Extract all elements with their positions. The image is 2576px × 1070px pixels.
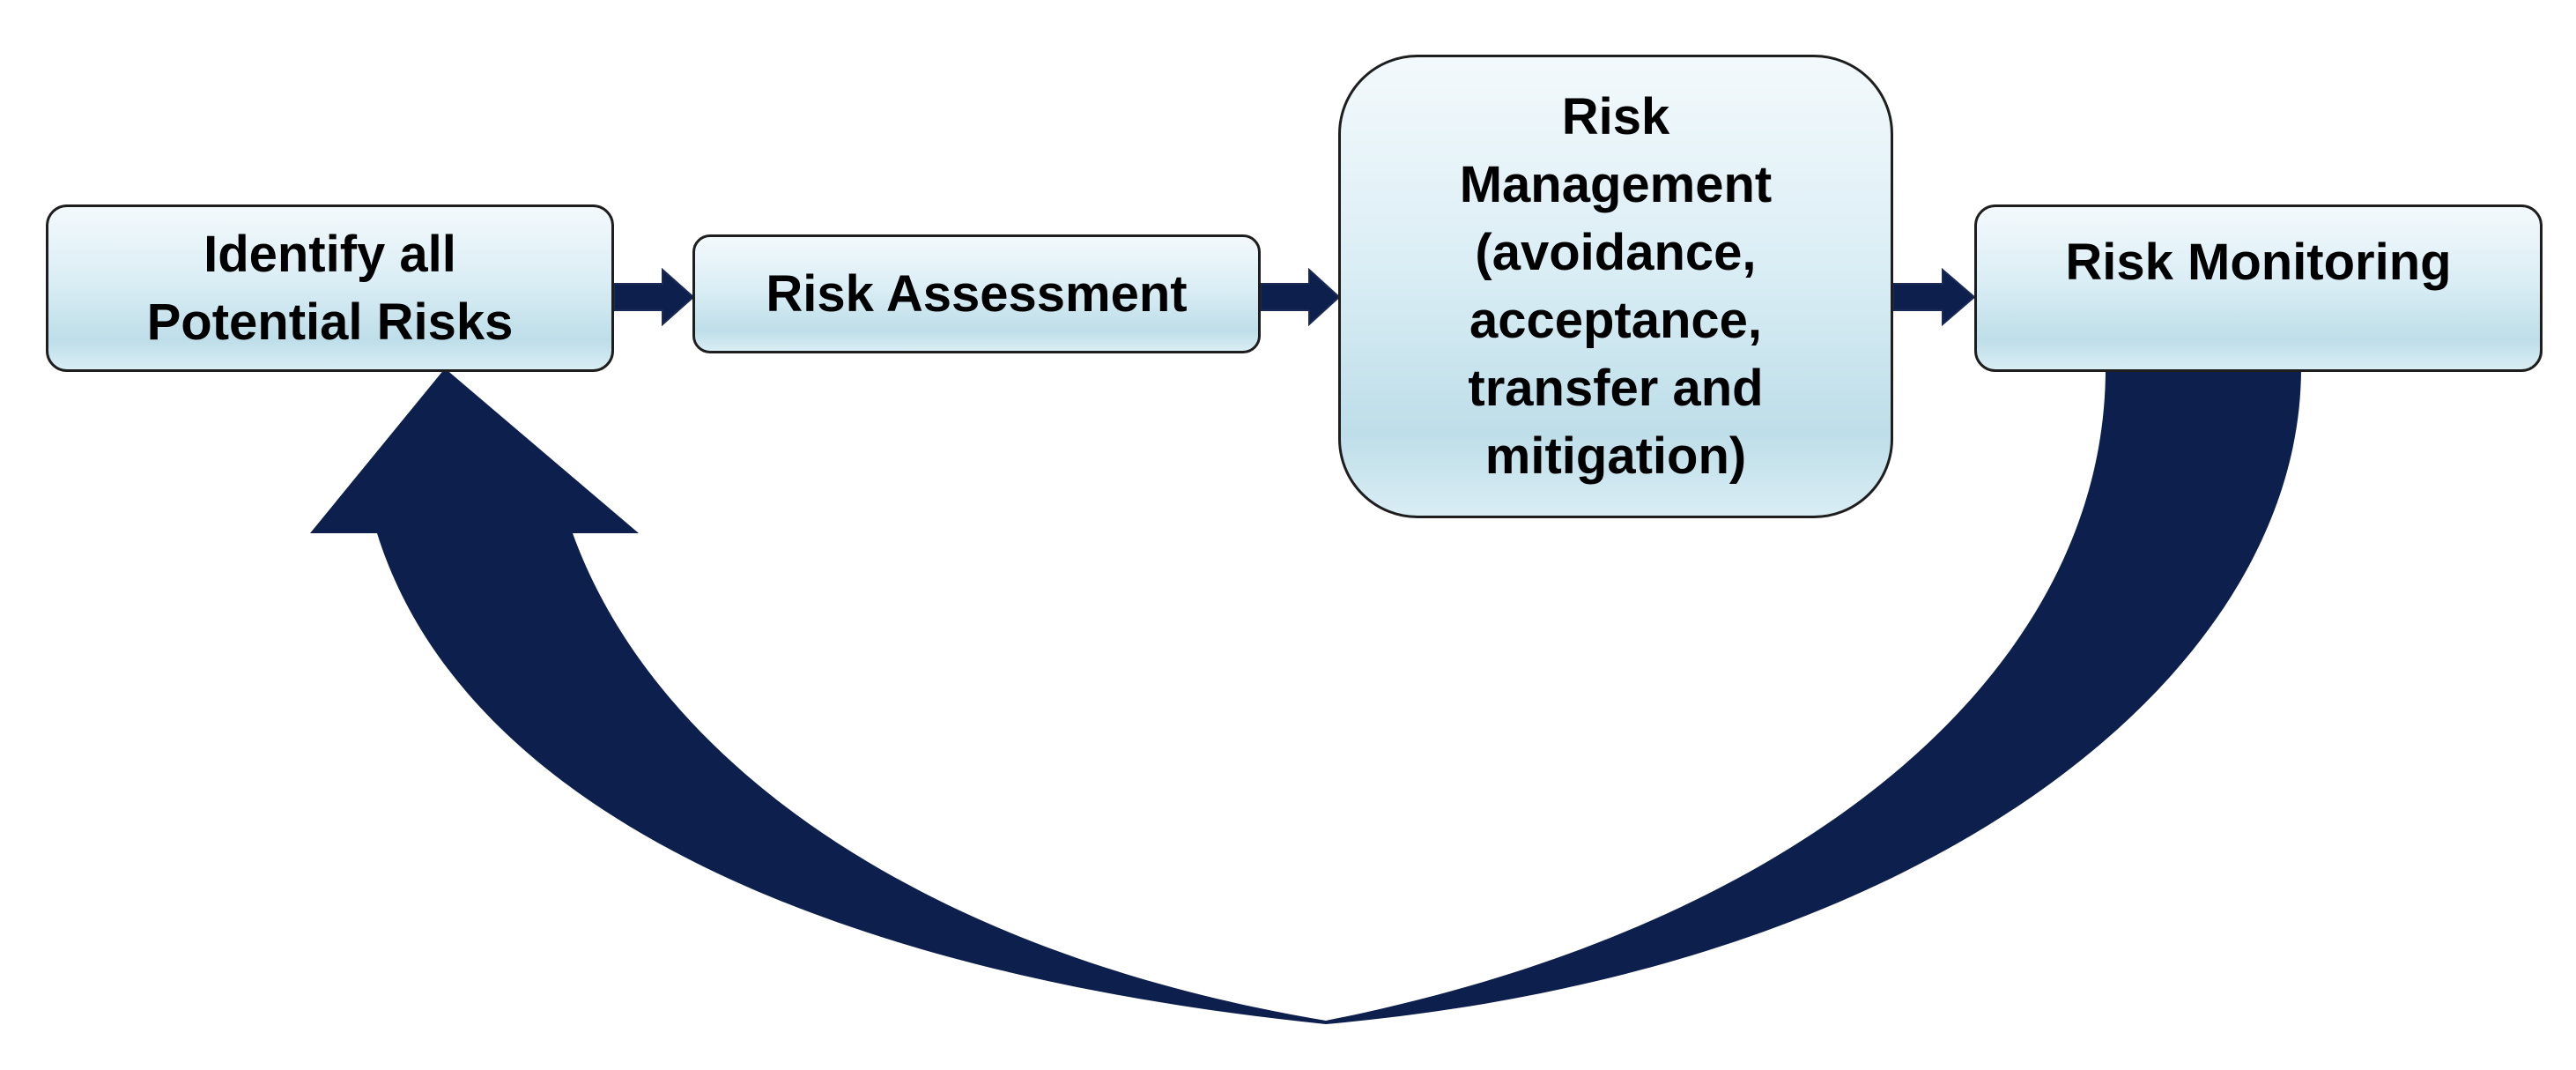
connector-arrow-2 <box>1260 267 1341 327</box>
label-line: (avoidance, <box>1475 224 1757 281</box>
connector-arrow-1 <box>613 267 695 327</box>
connector-arrow-3 <box>1892 267 1976 327</box>
step-identify-risks: Identify all Potential Risks <box>46 204 614 372</box>
step-risk-assessment: Risk Assessment <box>692 234 1261 353</box>
label-line: Risk Monitoring <box>2065 234 2452 291</box>
label-line: Management <box>1459 156 1773 213</box>
label-line: Risk <box>1561 88 1670 145</box>
feedback-arrow <box>310 368 2301 1024</box>
label-line: Identify all <box>204 226 456 283</box>
label-line: Risk Assessment <box>766 264 1188 323</box>
label-line: mitigation) <box>1484 427 1747 485</box>
step-risk-monitoring-label: Risk Monitoring <box>2065 228 2451 296</box>
label-line: Potential Risks <box>146 294 514 351</box>
label-line: acceptance, <box>1469 292 1763 349</box>
step-risk-management: Risk Management (avoidance, acceptance, … <box>1338 55 1893 518</box>
step-risk-management-label: Risk Management (avoidance, acceptance, … <box>1460 83 1773 490</box>
step-risk-assessment-label: Risk Assessment <box>766 264 1187 325</box>
label-line: transfer and <box>1468 360 1764 417</box>
step-risk-monitoring: Risk Monitoring <box>1974 204 2543 372</box>
step-identify-risks-label: Identify all Potential Risks <box>147 220 514 356</box>
